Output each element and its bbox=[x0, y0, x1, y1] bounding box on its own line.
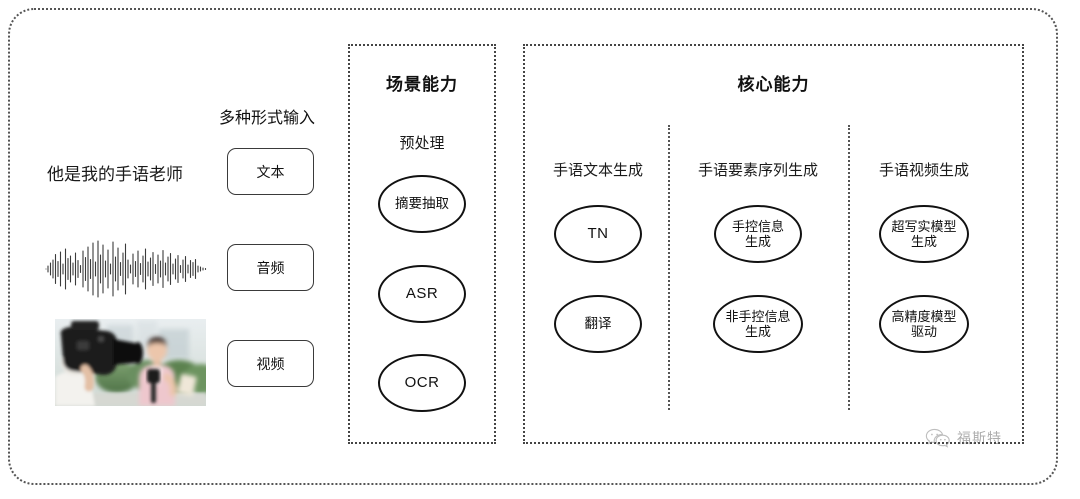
core-panel-title: 核心能力 bbox=[737, 75, 810, 94]
wechat-bubbles-icon bbox=[925, 428, 951, 448]
core-node-hyperrealistic-model-generation[interactable]: 超写实模型 生成 bbox=[879, 205, 969, 263]
core-node-high-precision-model-driving[interactable]: 高精度模型 驱动 bbox=[879, 295, 969, 353]
scene-node-ocr-label: OCR bbox=[404, 374, 440, 392]
core-node-high-precision-model-driving-line1: 高精度模型 bbox=[891, 308, 957, 324]
scene-node-asr[interactable]: ASR bbox=[378, 265, 466, 323]
core-node-tn-label: TN bbox=[587, 225, 609, 243]
core-node-nonmanual-info-generation-line2: 生成 bbox=[744, 324, 771, 339]
watermark: 福斯特 bbox=[925, 428, 1002, 448]
scene-node-ocr[interactable]: OCR bbox=[378, 354, 466, 412]
input-modality-text-label: 文本 bbox=[256, 163, 285, 180]
core-node-manual-info-generation-label: 手控信息 生成 bbox=[732, 219, 784, 250]
input-modality-audio-label: 音频 bbox=[256, 259, 285, 276]
input-modality-video-box[interactable]: 视频 bbox=[227, 340, 314, 387]
input-sentence-text: 他是我的手语老师 bbox=[47, 165, 183, 184]
scene-node-summary-extraction-label: 摘要抽取 bbox=[395, 196, 449, 212]
core-node-manual-info-generation[interactable]: 手控信息 生成 bbox=[714, 205, 802, 263]
core-column-divider-2 bbox=[848, 125, 850, 410]
core-node-hyperrealistic-model-generation-line2: 生成 bbox=[910, 234, 937, 249]
scene-node-summary-extraction[interactable]: 摘要抽取 bbox=[378, 175, 466, 233]
input-modality-audio-box[interactable]: 音频 bbox=[227, 244, 314, 291]
outer-frame bbox=[8, 8, 1058, 485]
scene-capability-panel: 场景能力 bbox=[348, 44, 496, 444]
watermark-text: 福斯特 bbox=[957, 430, 1002, 446]
core-column-3-label: 手语视频生成 bbox=[878, 162, 970, 179]
audio-waveform-icon bbox=[44, 238, 209, 300]
core-capability-panel: 核心能力 bbox=[523, 44, 1024, 444]
input-modality-text-box[interactable]: 文本 bbox=[227, 148, 314, 195]
input-modality-video-label: 视频 bbox=[256, 355, 285, 372]
core-column-2-label: 手语要素序列生成 bbox=[697, 162, 819, 179]
video-thumbnail-image bbox=[55, 319, 206, 406]
core-node-nonmanual-info-generation-label: 非手控信息 生成 bbox=[725, 309, 790, 340]
core-node-nonmanual-info-generation-line1: 非手控信息 bbox=[725, 308, 791, 324]
input-section-heading: 多种形式输入 bbox=[219, 110, 316, 127]
core-node-tn[interactable]: TN bbox=[554, 205, 642, 263]
scene-node-asr-label: ASR bbox=[405, 285, 439, 303]
core-node-hyperrealistic-model-generation-line1: 超写实模型 bbox=[891, 218, 957, 234]
scene-panel-title: 场景能力 bbox=[386, 75, 458, 94]
core-node-translation-label: 翻译 bbox=[584, 316, 612, 332]
core-node-high-precision-model-driving-label: 高精度模型 驱动 bbox=[891, 309, 956, 340]
core-column-1-label: 手语文本生成 bbox=[552, 162, 644, 179]
core-node-nonmanual-info-generation[interactable]: 非手控信息 生成 bbox=[713, 295, 803, 353]
core-node-translation[interactable]: 翻译 bbox=[554, 295, 642, 353]
core-node-hyperrealistic-model-generation-label: 超写实模型 生成 bbox=[891, 219, 956, 250]
scene-group-label: 预处理 bbox=[399, 135, 445, 152]
core-node-manual-info-generation-line1: 手控信息 bbox=[731, 218, 784, 234]
core-node-manual-info-generation-line2: 生成 bbox=[744, 234, 771, 249]
core-column-divider-1 bbox=[668, 125, 670, 410]
core-node-high-precision-model-driving-line2: 驱动 bbox=[910, 324, 937, 339]
